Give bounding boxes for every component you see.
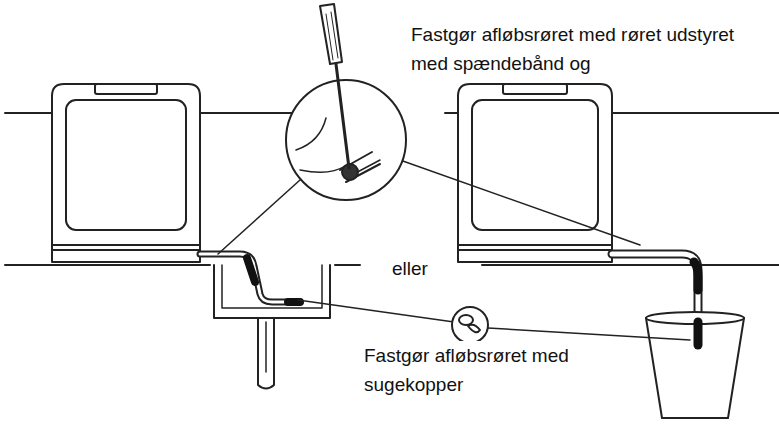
drain-hose-inner [200, 254, 300, 302]
bucket [646, 318, 744, 418]
sink-drain-pipe [258, 318, 274, 389]
screwdriver-shaft [336, 64, 349, 168]
suction-cup [459, 315, 473, 325]
dishwasher-body [458, 84, 612, 250]
drain-line [265, 322, 267, 372]
sink-basin [214, 265, 330, 318]
dishwasher-body [52, 84, 200, 250]
suction-cup [468, 325, 480, 333]
handle-grooves [326, 12, 338, 60]
leader-line [488, 328, 690, 340]
magnified-hose [340, 152, 380, 182]
or-label: eller [390, 254, 430, 283]
magnified-pipe [296, 118, 380, 176]
dishwasher-handle [503, 84, 567, 94]
hose-dark-part [247, 258, 300, 302]
counter-line [482, 264, 779, 266]
dishwasher-base [52, 245, 200, 262]
dishwasher-door [472, 100, 598, 230]
dishwasher-base [458, 245, 612, 262]
suction-cup-circle [452, 307, 488, 343]
hose-end [694, 322, 703, 345]
drain-hose [200, 254, 300, 302]
dishwasher-door [66, 100, 186, 230]
instruction-note: Fastgør afløbsrøret med sugekopper [362, 341, 578, 399]
leader-line [298, 300, 454, 322]
instruction-note: Fastgør afløbsrøret med røret udstyret m… [409, 20, 775, 78]
leader-line [218, 180, 300, 254]
dishwasher-handle [95, 84, 157, 94]
hose-dark-part [694, 262, 698, 345]
counter-line [5, 264, 360, 266]
leader-line [400, 160, 640, 245]
screwdriver-handle [320, 4, 342, 64]
